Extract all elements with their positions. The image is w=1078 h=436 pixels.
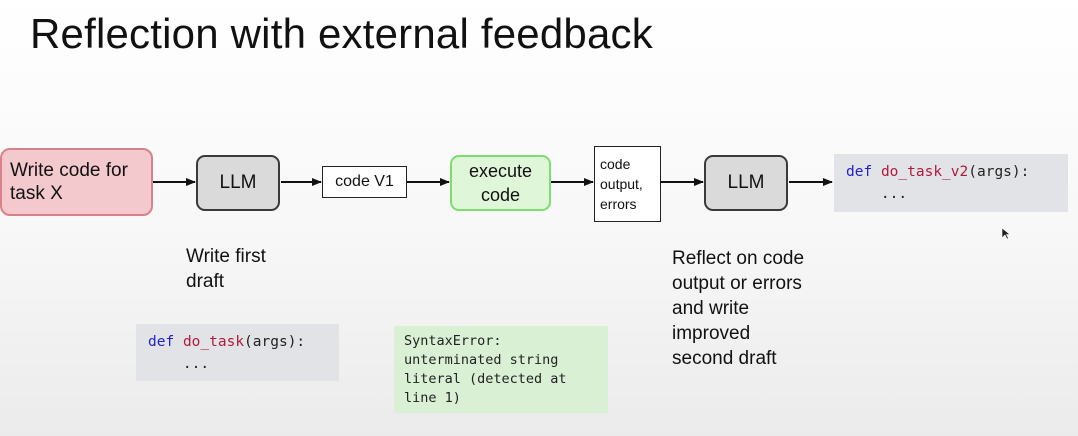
- code-body: ...: [148, 356, 210, 372]
- code-keyword: def: [846, 164, 873, 180]
- task-node: Write code for task X: [0, 148, 153, 216]
- llm-node-first: LLM: [196, 155, 280, 211]
- code-function-name: do_task_v2: [880, 164, 969, 180]
- code-output-node: code output, errors: [594, 146, 661, 222]
- execute-code-node: execute code: [450, 155, 551, 211]
- llm-node-second: LLM: [704, 155, 788, 211]
- code-function-name: do_task: [182, 334, 245, 350]
- slide-title: Reflection with external feedback: [30, 10, 653, 57]
- caption-first-draft: Write first draft: [186, 246, 266, 292]
- code-v2-snippet: def do_task_v2(args): ...: [834, 154, 1068, 212]
- code-keyword: def: [148, 334, 175, 350]
- syntax-error-message: SyntaxError: unterminated string literal…: [394, 326, 608, 413]
- mouse-cursor-icon: [1001, 227, 1011, 240]
- code-body: ...: [846, 186, 908, 202]
- code-v1-node: code V1: [322, 166, 407, 198]
- code-args: (args):: [968, 164, 1030, 180]
- code-args: (args):: [244, 334, 306, 350]
- caption-reflect: Reflect on code output or errors and wri…: [672, 248, 805, 369]
- code-v1-snippet: def do_task(args): ...: [136, 324, 339, 381]
